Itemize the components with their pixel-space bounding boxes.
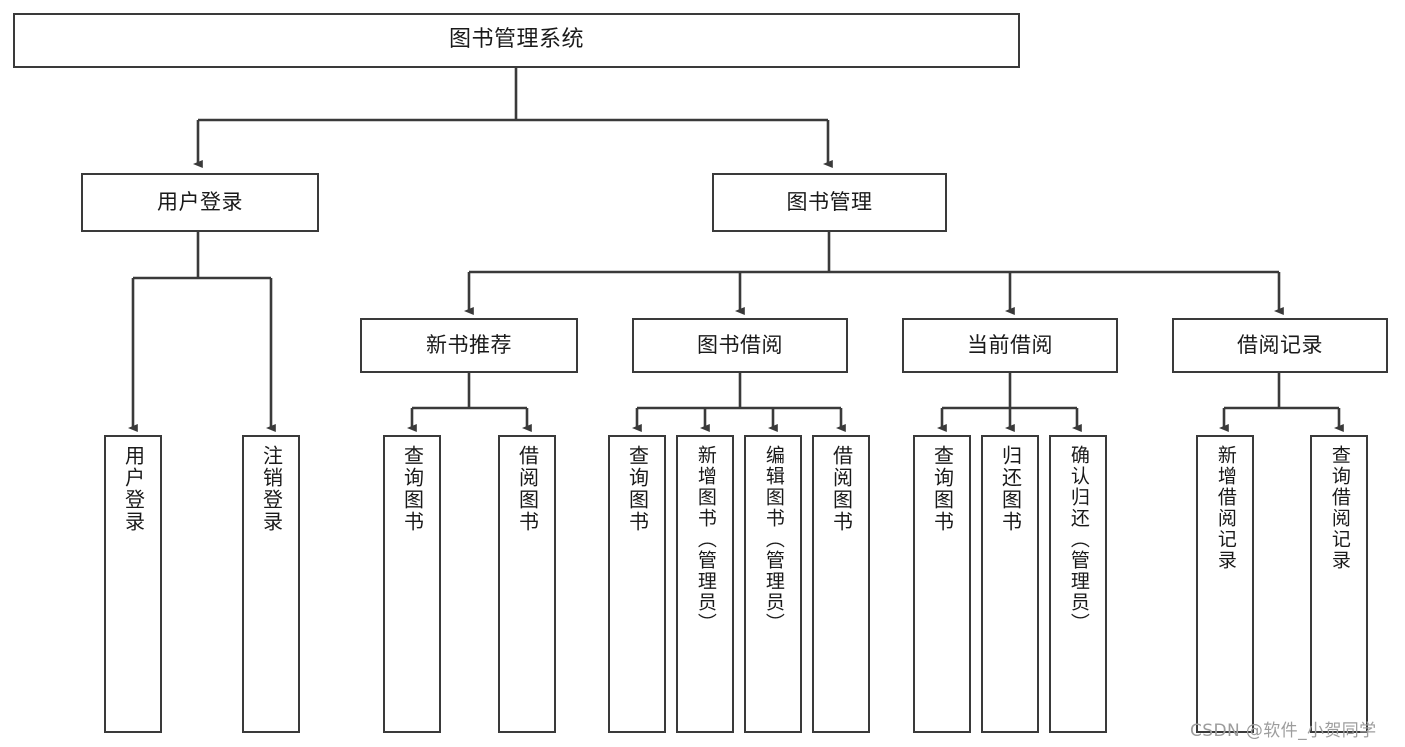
leaf-new-book-query-book[interactable]: 查询图书 bbox=[383, 435, 441, 733]
node-label: 注销登录 bbox=[259, 445, 284, 533]
leaf-new-book-borrow-book[interactable]: 借阅图书 bbox=[498, 435, 556, 733]
node-label: 新增借阅记录 bbox=[1214, 445, 1237, 571]
node-label: 新书推荐 bbox=[426, 332, 512, 357]
leaf-current-borrow-return-book[interactable]: 归还图书 bbox=[981, 435, 1039, 733]
node-label: 图书借阅 bbox=[697, 332, 783, 357]
node-book-borrow[interactable]: 图书借阅 bbox=[632, 318, 848, 373]
node-label: 用户登录 bbox=[121, 445, 146, 533]
leaf-user-login-logout[interactable]: 注销登录 bbox=[242, 435, 300, 733]
node-root-system[interactable]: 图书管理系统 bbox=[13, 13, 1020, 68]
node-label: 借阅图书 bbox=[829, 445, 854, 533]
leaf-book-borrow-borrow-book[interactable]: 借阅图书 bbox=[812, 435, 870, 733]
node-label: 归还图书 bbox=[998, 445, 1023, 533]
node-label: 确认归还（管理员） bbox=[1067, 445, 1090, 634]
node-label: 图书管理 bbox=[786, 189, 873, 214]
node-label: 查询图书 bbox=[400, 445, 425, 533]
node-label: 借阅记录 bbox=[1237, 332, 1323, 357]
leaf-borrow-record-query-record[interactable]: 查询借阅记录 bbox=[1310, 435, 1368, 733]
node-label: 编辑图书（管理员） bbox=[762, 445, 785, 634]
node-label: 新增图书（管理员） bbox=[694, 445, 717, 634]
watermark-text: CSDN @软件_小贺同学 bbox=[1190, 721, 1377, 741]
node-user-login[interactable]: 用户登录 bbox=[81, 173, 319, 232]
node-book-management[interactable]: 图书管理 bbox=[712, 173, 947, 232]
node-label: 查询借阅记录 bbox=[1328, 445, 1351, 571]
leaf-book-borrow-add-book[interactable]: 新增图书（管理员） bbox=[676, 435, 734, 733]
node-label: 图书管理系统 bbox=[448, 27, 584, 53]
node-label: 查询图书 bbox=[930, 445, 955, 533]
leaf-book-borrow-edit-book[interactable]: 编辑图书（管理员） bbox=[744, 435, 802, 733]
leaf-current-borrow-confirm-return[interactable]: 确认归还（管理员） bbox=[1049, 435, 1107, 733]
leaf-book-borrow-query-book[interactable]: 查询图书 bbox=[608, 435, 666, 733]
leaf-current-borrow-query-book[interactable]: 查询图书 bbox=[913, 435, 971, 733]
leaf-user-login-login[interactable]: 用户登录 bbox=[104, 435, 162, 733]
node-label: 当前借阅 bbox=[967, 332, 1053, 357]
node-label: 借阅图书 bbox=[515, 445, 540, 533]
node-borrow-record[interactable]: 借阅记录 bbox=[1172, 318, 1388, 373]
node-new-book-recommend[interactable]: 新书推荐 bbox=[360, 318, 578, 373]
node-label: 用户登录 bbox=[157, 189, 243, 214]
node-label: 查询图书 bbox=[625, 445, 650, 533]
node-current-borrow[interactable]: 当前借阅 bbox=[902, 318, 1118, 373]
leaf-borrow-record-add-record[interactable]: 新增借阅记录 bbox=[1196, 435, 1254, 733]
